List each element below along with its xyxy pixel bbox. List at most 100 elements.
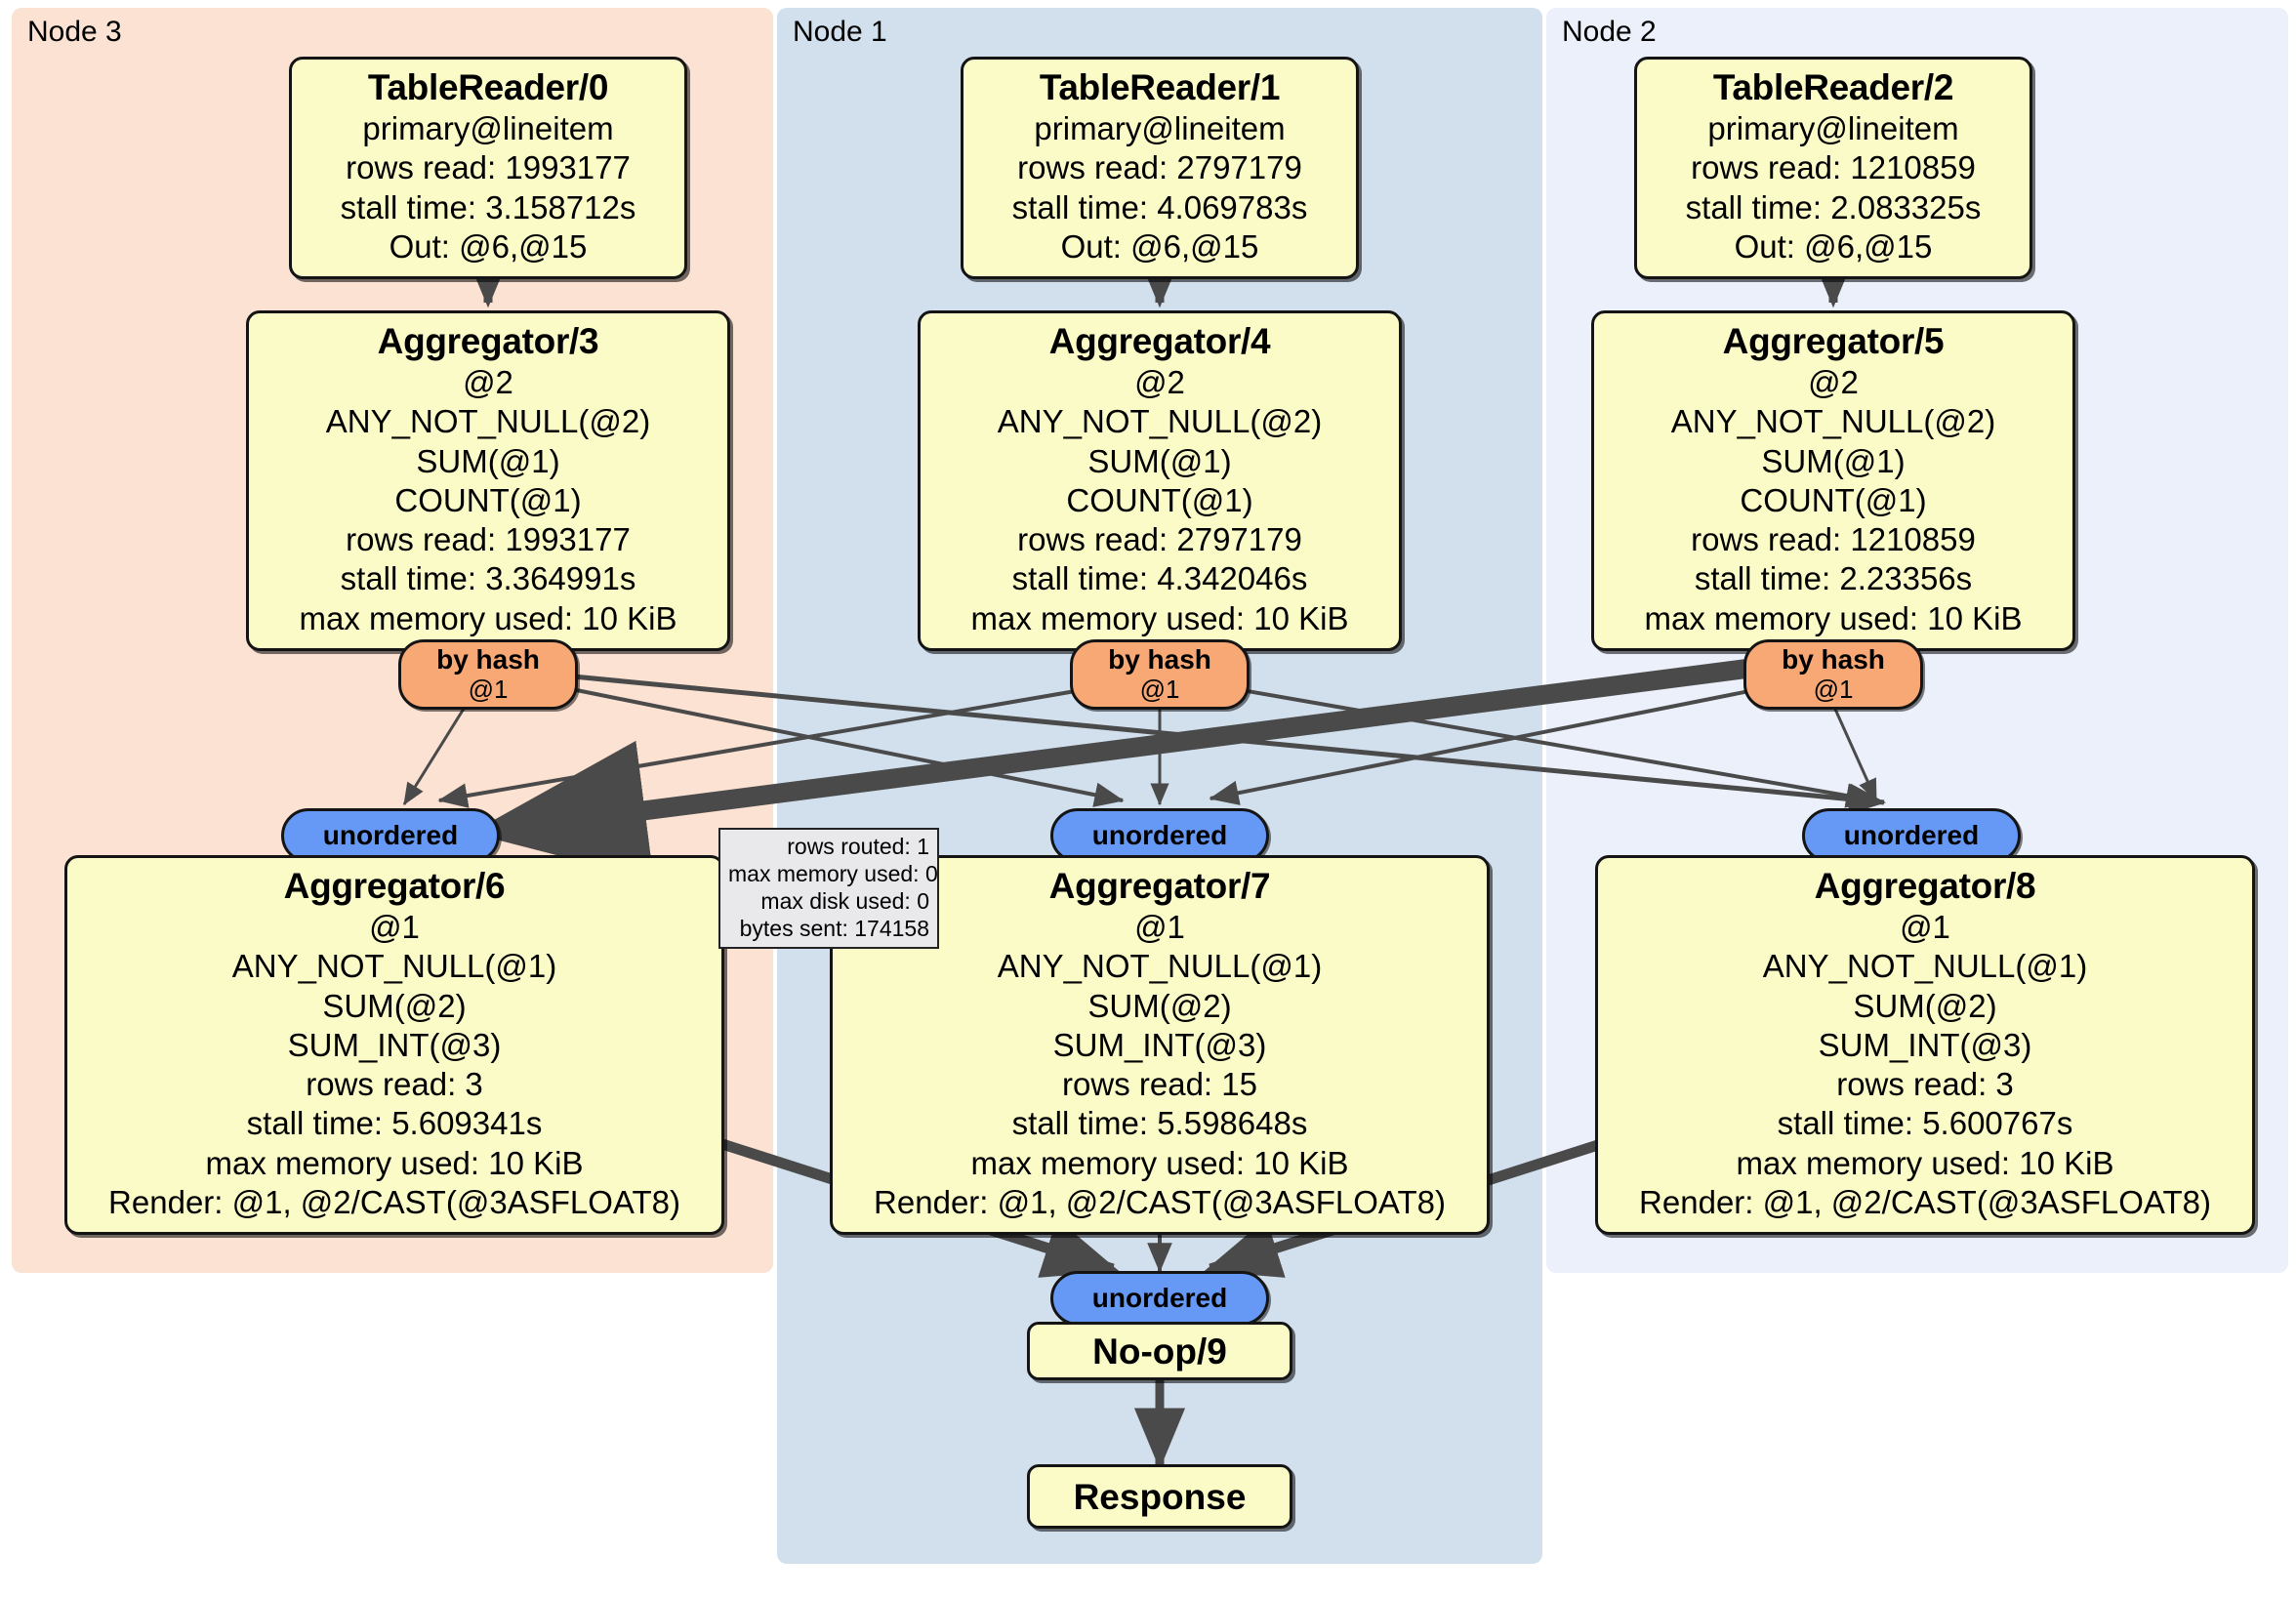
node-max-memory: max memory used: 10 KiB	[299, 599, 677, 636]
cluster-label-node-1: Node 1	[793, 16, 887, 48]
router-column: @1	[1139, 675, 1180, 705]
node-title: TableReader/0	[367, 67, 609, 107]
node-rows-read: rows read: 15	[1062, 1066, 1257, 1103]
node-group-cols: @2	[1134, 364, 1185, 401]
edge-stats-note: rows routed: 1 max memory used: 0 max di…	[718, 828, 939, 950]
node-aggregator-8[interactable]: Aggregator/8 @1 ANY_NOT_NULL(@1) SUM(@2)…	[1595, 855, 2255, 1236]
node-title: Aggregator/3	[377, 321, 599, 361]
node-stall-time: stall time: 2.23356s	[1694, 560, 1973, 597]
node-agg-3: COUNT(@1)	[394, 481, 582, 518]
node-out: Out: @6,@15	[1734, 227, 1933, 265]
node-agg-1: ANY_NOT_NULL(@1)	[1762, 948, 2088, 985]
router-title: by hash	[1782, 644, 1885, 676]
node-group-cols: @1	[1900, 909, 1950, 946]
node-agg-2: SUM(@2)	[1853, 987, 1997, 1024]
edge-note-max-disk-used: max disk used: 0	[760, 888, 929, 915]
node-title: Aggregator/8	[1814, 866, 2036, 906]
node-render: Render: @1, @2/CAST(@3ASFLOAT8)	[1639, 1183, 2211, 1220]
node-rows-read: rows read: 3	[1836, 1066, 2014, 1103]
router-by-hash-0[interactable]: by hash @1	[398, 639, 578, 710]
node-out: Out: @6,@15	[389, 227, 588, 265]
node-agg-1: ANY_NOT_NULL(@1)	[231, 948, 557, 985]
node-max-memory: max memory used: 10 KiB	[1736, 1144, 2114, 1181]
node-tablereader-1[interactable]: TableReader/1 primary@lineitem rows read…	[961, 57, 1359, 280]
node-tablereader-2[interactable]: TableReader/2 primary@lineitem rows read…	[1634, 57, 2032, 280]
node-aggregator-5[interactable]: Aggregator/5 @2 ANY_NOT_NULL(@2) SUM(@1)…	[1591, 310, 2075, 651]
node-group-cols: @1	[369, 909, 420, 946]
node-agg-3: SUM_INT(@3)	[287, 1026, 502, 1063]
node-agg-1: ANY_NOT_NULL(@1)	[997, 948, 1323, 985]
node-max-memory: max memory used: 10 KiB	[1644, 599, 2023, 636]
node-rows-read: rows read: 1993177	[346, 521, 631, 558]
node-stall-time: stall time: 5.609341s	[246, 1105, 543, 1142]
node-max-memory: max memory used: 10 KiB	[970, 1144, 1349, 1181]
receiver-title: unordered	[1843, 820, 1980, 850]
node-source: primary@lineitem	[1707, 110, 1959, 147]
node-out: Out: @6,@15	[1060, 227, 1259, 265]
node-agg-2: SUM(@1)	[416, 442, 560, 479]
node-stall-time: stall time: 5.598648s	[1011, 1105, 1308, 1142]
node-aggregator-6[interactable]: Aggregator/6 @1 ANY_NOT_NULL(@1) SUM(@2)…	[64, 855, 724, 1236]
node-group-cols: @2	[463, 364, 513, 401]
node-response[interactable]: Response	[1027, 1464, 1292, 1529]
node-agg-1: ANY_NOT_NULL(@2)	[997, 403, 1323, 440]
node-aggregator-3[interactable]: Aggregator/3 @2 ANY_NOT_NULL(@2) SUM(@1)…	[246, 310, 730, 651]
node-render: Render: @1, @2/CAST(@3ASFLOAT8)	[108, 1183, 680, 1220]
node-stall-time: stall time: 2.083325s	[1685, 188, 1982, 225]
node-agg-3: SUM_INT(@3)	[1818, 1026, 2032, 1063]
node-title: TableReader/2	[1712, 67, 1954, 107]
node-source: primary@lineitem	[1034, 110, 1286, 147]
node-agg-2: SUM(@2)	[322, 987, 467, 1024]
node-agg-1: ANY_NOT_NULL(@2)	[325, 403, 651, 440]
node-rows-read: rows read: 1210859	[1691, 521, 1976, 558]
edge-note-bytes-sent: bytes sent: 174158	[739, 916, 929, 942]
edge-note-rows-routed: rows routed: 1	[787, 834, 929, 859]
node-group-cols: @1	[1134, 909, 1185, 946]
node-agg-1: ANY_NOT_NULL(@2)	[1670, 403, 1996, 440]
node-stall-time: stall time: 5.600767s	[1777, 1105, 2073, 1142]
node-title: Aggregator/6	[283, 866, 506, 906]
router-by-hash-1[interactable]: by hash @1	[1070, 639, 1250, 710]
receiver-title: unordered	[322, 820, 459, 850]
node-agg-3: SUM_INT(@3)	[1052, 1026, 1267, 1063]
receiver-title: unordered	[1091, 1283, 1228, 1313]
node-agg-2: SUM(@1)	[1761, 442, 1906, 479]
node-render: Render: @1, @2/CAST(@3ASFLOAT8)	[874, 1183, 1446, 1220]
edge-note-max-memory-used: max memory used: 0	[728, 861, 938, 887]
node-rows-read: rows read: 2797179	[1017, 149, 1302, 186]
receiver-unordered-final[interactable]: unordered	[1050, 1271, 1269, 1326]
router-by-hash-2[interactable]: by hash @1	[1743, 639, 1923, 710]
node-rows-read: rows read: 3	[306, 1066, 483, 1103]
node-rows-read: rows read: 1993177	[346, 149, 631, 186]
cluster-label-node-3: Node 3	[27, 16, 122, 48]
node-stall-time: stall time: 3.364991s	[340, 560, 636, 597]
node-stall-time: stall time: 3.158712s	[340, 188, 636, 225]
node-tablereader-0[interactable]: TableReader/0 primary@lineitem rows read…	[289, 57, 687, 280]
node-agg-3: COUNT(@1)	[1740, 481, 1927, 518]
node-title: Response	[1073, 1476, 1247, 1517]
node-aggregator-7[interactable]: Aggregator/7 @1 ANY_NOT_NULL(@1) SUM(@2)…	[830, 855, 1490, 1236]
node-agg-3: COUNT(@1)	[1066, 481, 1253, 518]
router-column: @1	[1813, 675, 1854, 705]
router-column: @1	[468, 675, 509, 705]
node-agg-2: SUM(@2)	[1087, 987, 1232, 1024]
cluster-label-node-2: Node 2	[1562, 16, 1657, 48]
node-max-memory: max memory used: 10 KiB	[970, 599, 1349, 636]
node-stall-time: stall time: 4.069783s	[1011, 188, 1308, 225]
node-rows-read: rows read: 2797179	[1017, 521, 1302, 558]
node-title: Aggregator/5	[1722, 321, 1945, 361]
node-noop-9[interactable]: No-op/9	[1027, 1322, 1292, 1380]
node-title: TableReader/1	[1039, 67, 1281, 107]
receiver-title: unordered	[1091, 820, 1228, 850]
node-rows-read: rows read: 1210859	[1691, 149, 1976, 186]
router-title: by hash	[436, 644, 540, 676]
receiver-unordered-2[interactable]: unordered	[1802, 808, 2021, 863]
node-aggregator-4[interactable]: Aggregator/4 @2 ANY_NOT_NULL(@2) SUM(@1)…	[918, 310, 1402, 651]
node-stall-time: stall time: 4.342046s	[1011, 560, 1308, 597]
node-max-memory: max memory used: 10 KiB	[205, 1144, 584, 1181]
node-source: primary@lineitem	[362, 110, 614, 147]
node-title: Aggregator/4	[1048, 321, 1271, 361]
node-group-cols: @2	[1808, 364, 1859, 401]
node-agg-2: SUM(@1)	[1087, 442, 1232, 479]
